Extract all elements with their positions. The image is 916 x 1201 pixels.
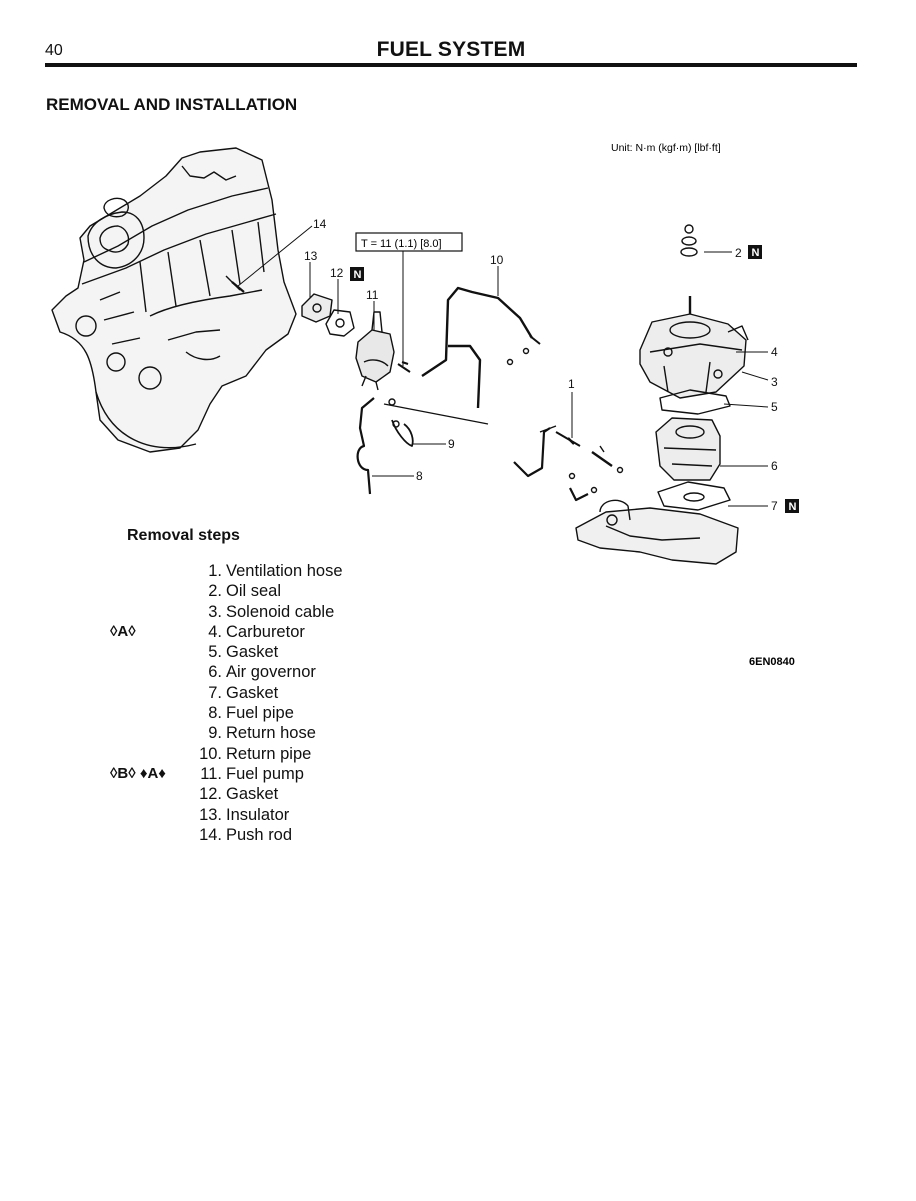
gasket-12-part bbox=[325, 309, 355, 337]
callout-13: 13 bbox=[304, 249, 318, 263]
torque-box bbox=[355, 232, 463, 252]
page-number: 40 bbox=[45, 42, 63, 59]
step-number: 9. bbox=[208, 724, 222, 743]
step-label: Solenoid cable bbox=[226, 602, 335, 621]
step-label: Carburetor bbox=[226, 622, 305, 641]
step-label: Fuel pipe bbox=[226, 704, 294, 723]
step-number: 11. bbox=[200, 764, 222, 783]
air-governor-part bbox=[655, 417, 721, 481]
gasket-5-part bbox=[659, 389, 731, 415]
step-label: Return hose bbox=[226, 724, 316, 743]
step-label: Return pipe bbox=[226, 744, 312, 763]
step-marks: ◊B◊ ♦A♦ bbox=[110, 764, 166, 782]
step-label: Push rod bbox=[226, 825, 293, 844]
step-label: Ventilation hose bbox=[226, 562, 343, 580]
step-label: Gasket bbox=[226, 683, 279, 702]
callout-4: 4 bbox=[771, 345, 778, 359]
fuel-pump-part bbox=[355, 311, 395, 391]
callout-8: 8 bbox=[416, 469, 423, 483]
step-number: 14. bbox=[199, 825, 222, 844]
unit-note: Unit: N·m (kgf·m) [lbf·ft] bbox=[611, 142, 721, 154]
step-number: 5. bbox=[208, 643, 222, 662]
section-title: FUEL SYSTEM bbox=[376, 38, 526, 61]
carburetor-part bbox=[639, 296, 749, 399]
svg-text:N: N bbox=[354, 269, 362, 281]
return-hose-part bbox=[391, 419, 414, 447]
push-rod-part bbox=[231, 281, 245, 293]
callout-14: 14 bbox=[313, 217, 327, 231]
callout-11: 11 bbox=[366, 288, 379, 302]
step-number: 10. bbox=[199, 744, 222, 763]
step-number: 6. bbox=[208, 663, 222, 682]
new-part-mark-7: N bbox=[785, 499, 799, 513]
step-number: 8. bbox=[208, 704, 222, 723]
new-part-mark-2: N bbox=[748, 245, 762, 259]
page-header: 40 FUEL SYSTEM bbox=[45, 38, 857, 64]
leader-5 bbox=[723, 403, 769, 408]
callout-12: 12 bbox=[330, 266, 344, 280]
step-label: Gasket bbox=[226, 643, 279, 662]
return-pipe-part bbox=[421, 286, 534, 377]
leader-3 bbox=[741, 371, 769, 381]
step-label: Insulator bbox=[226, 805, 290, 824]
header-rule bbox=[45, 63, 857, 67]
removal-steps-heading: Removal steps bbox=[127, 527, 240, 544]
callout-6: 6 bbox=[771, 459, 778, 473]
page-subtitle: REMOVAL AND INSTALLATION bbox=[46, 95, 298, 114]
step-number: 4. bbox=[208, 622, 222, 641]
step-label: Gasket bbox=[226, 785, 279, 804]
step-number: 12. bbox=[199, 785, 222, 804]
callout-10: 10 bbox=[490, 253, 504, 267]
svg-text:N: N bbox=[789, 501, 797, 513]
insulator-part bbox=[301, 293, 333, 323]
intake-manifold-part bbox=[575, 499, 739, 565]
callout-1: 1 bbox=[568, 377, 575, 391]
torque-spec-text: T = 11 (1.1) [8.0] bbox=[361, 238, 442, 250]
oil-seal-part bbox=[680, 224, 698, 257]
callout-9: 9 bbox=[448, 437, 455, 451]
step-label: Oil seal bbox=[226, 582, 282, 601]
step-number: 2. bbox=[208, 582, 222, 601]
step-marks: ◊A◊ bbox=[110, 622, 136, 640]
step-number: 3. bbox=[208, 602, 222, 621]
step-number: 7. bbox=[208, 683, 222, 702]
new-part-mark-12: N bbox=[350, 267, 364, 281]
gasket-7-part bbox=[657, 481, 731, 511]
step-label: Fuel pump bbox=[226, 764, 304, 783]
step-number: 1. bbox=[208, 562, 222, 580]
engine-block-illustration bbox=[51, 147, 297, 453]
step-number: 13. bbox=[199, 805, 222, 824]
figure-code: 6EN0840 bbox=[749, 656, 795, 668]
callout-7: 7 bbox=[771, 499, 778, 513]
callout-2: 2 bbox=[735, 246, 742, 260]
leader-14 bbox=[237, 225, 313, 287]
svg-text:N: N bbox=[752, 247, 760, 259]
callout-5: 5 bbox=[771, 400, 778, 414]
fuel-pipe-part bbox=[356, 397, 375, 495]
exploded-diagram: T = 11 (1.1) [8.0] Unit: N·m (kgf·m) [lb… bbox=[51, 142, 799, 668]
ventilation-hose-part bbox=[513, 425, 624, 502]
callout-3: 3 bbox=[771, 375, 778, 389]
step-label: Air governor bbox=[226, 663, 316, 682]
